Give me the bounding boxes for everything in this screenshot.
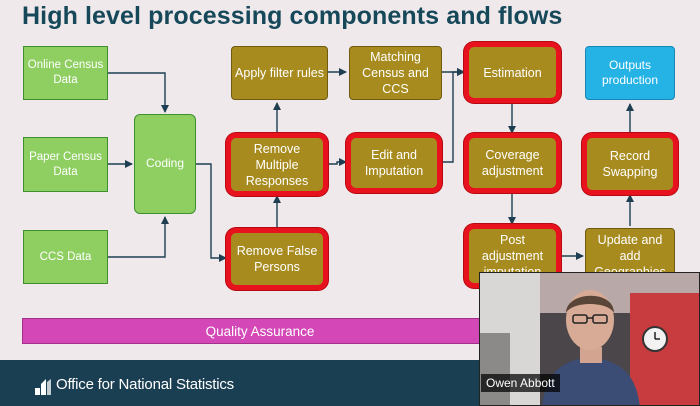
box-remove-false-persons: Remove False Persons [226, 228, 328, 290]
box-remove-multiple-responses: Remove Multiple Responses [226, 133, 328, 196]
box-online-census-data: Online Census Data [23, 46, 108, 100]
arrow-edit-to-estimation [442, 68, 465, 163]
box-coverage-adjustment: Coverage adjustment [464, 133, 561, 193]
arrow-online-to-coding [108, 72, 169, 113]
ons-org-name: Office for National Statistics [56, 376, 234, 393]
box-edit-and-imputation: Edit and Imputation [346, 133, 442, 193]
participant-name-tag: Owen Abbott [481, 374, 560, 392]
box-coding: Coding [134, 114, 196, 214]
box-ccs-data: CCS Data [23, 230, 108, 284]
arrow-coding-to-remove-false [196, 163, 227, 262]
slide-title: High level processing components and flo… [22, 2, 563, 30]
quality-assurance-bar: Quality Assurance [22, 318, 498, 344]
ons-logo-icon [35, 379, 51, 395]
arrow-ccs-to-coding [108, 216, 169, 258]
arrow-multiple-to-edit [328, 158, 347, 166]
box-record-swapping: Record Swapping [582, 133, 678, 195]
box-estimation: Estimation [464, 42, 561, 103]
box-matching-census-ccs: Matching Census and CCS [349, 46, 442, 100]
box-paper-census-data: Paper Census Data [23, 137, 108, 192]
box-apply-filter-rules: Apply filter rules [231, 46, 328, 100]
box-outputs-production: Outputs production [585, 46, 675, 100]
